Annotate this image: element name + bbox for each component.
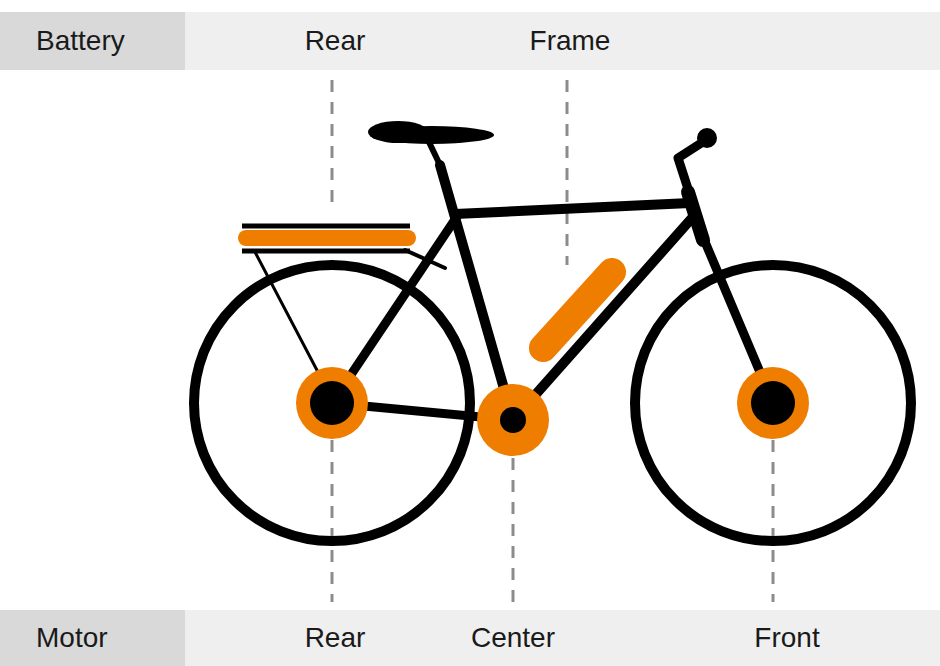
guide-line bbox=[772, 440, 775, 602]
center-motor bbox=[477, 384, 549, 456]
rear-wheel bbox=[194, 265, 470, 541]
bike bbox=[194, 140, 911, 541]
rear-battery bbox=[238, 230, 416, 246]
saddle bbox=[368, 121, 428, 143]
guide-line bbox=[331, 440, 334, 602]
position-label: Front bbox=[754, 624, 819, 652]
guide-line bbox=[331, 80, 334, 205]
motor-band: Motor Rear Center Front bbox=[0, 610, 940, 666]
frame-battery bbox=[543, 272, 612, 348]
front-motor bbox=[737, 367, 809, 439]
rear-motor bbox=[296, 367, 368, 439]
down-tube bbox=[513, 218, 692, 420]
row-heading: Motor bbox=[36, 624, 108, 652]
bottom-bracket bbox=[500, 407, 526, 433]
seat-tube bbox=[440, 165, 513, 420]
rack bbox=[242, 249, 410, 254]
battery-band: Battery Rear Frame bbox=[0, 12, 940, 70]
guide-line bbox=[512, 458, 515, 602]
row-heading: Battery bbox=[36, 27, 125, 55]
front-wheel bbox=[635, 265, 911, 541]
position-label: Frame bbox=[530, 27, 611, 55]
top-tube bbox=[455, 203, 690, 214]
rear-hub bbox=[310, 381, 354, 425]
position-label: Rear bbox=[305, 27, 366, 55]
handlebar-grip bbox=[697, 128, 717, 148]
position-label: Rear bbox=[305, 624, 366, 652]
rack bbox=[242, 224, 410, 229]
handlebar bbox=[678, 140, 706, 195]
front-hub bbox=[751, 381, 795, 425]
position-label: Center bbox=[471, 624, 555, 652]
guide-line bbox=[566, 80, 569, 265]
